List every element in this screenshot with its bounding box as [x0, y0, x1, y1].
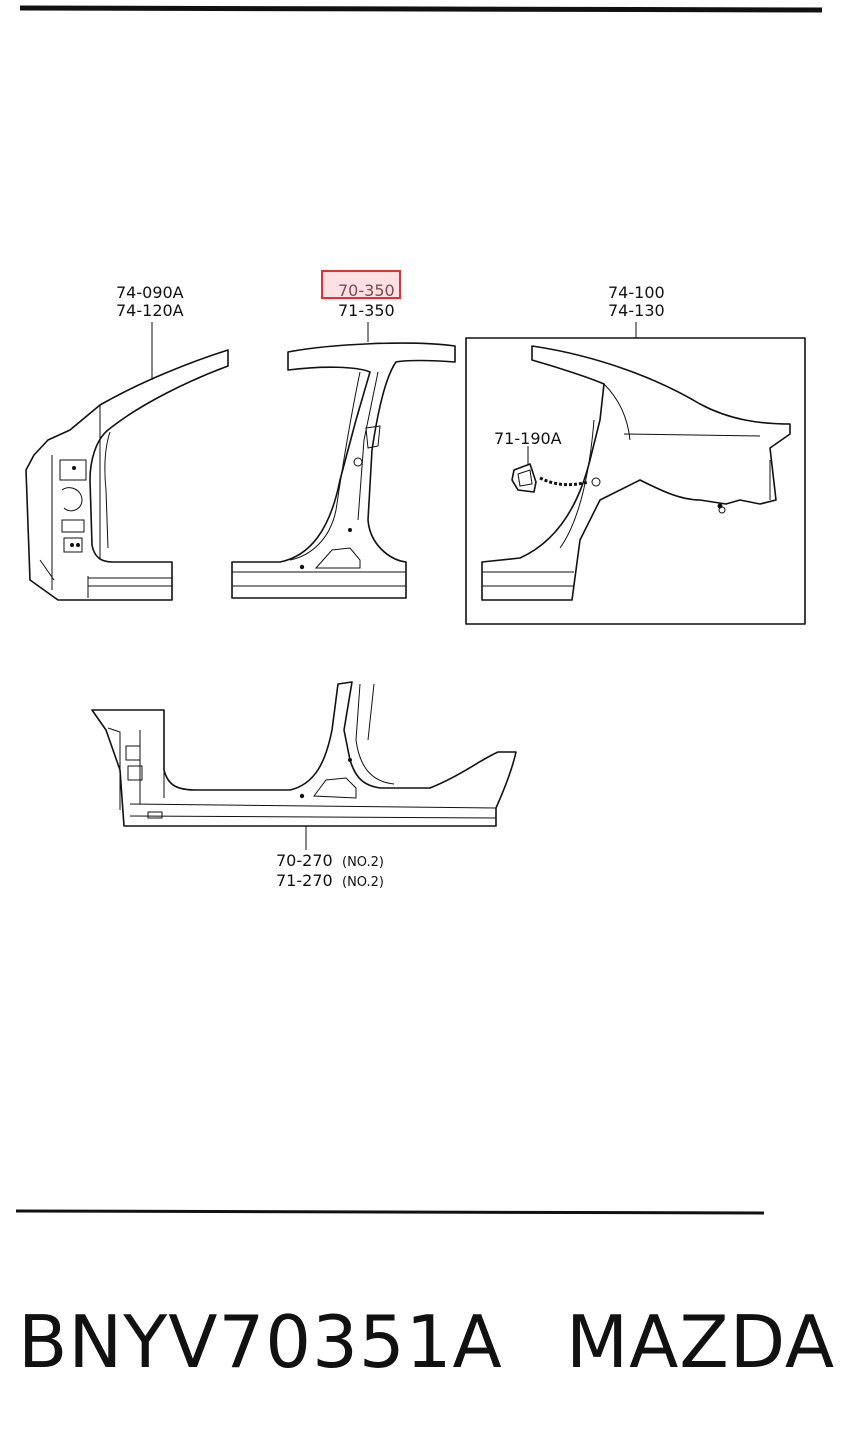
bottom-rule — [15, 1209, 765, 1215]
rear-fender-part[interactable] — [481, 345, 791, 601]
label-sill-b-note: (NO.2) — [342, 875, 384, 890]
label-pillar-a[interactable]: 70-350 — [338, 281, 395, 300]
label-rear-fender-a[interactable]: 74-100 — [608, 283, 665, 302]
label-sill-b[interactable]: 71-270 — [276, 871, 333, 890]
center-pillar-part[interactable] — [231, 342, 456, 599]
label-rear-fender-b[interactable]: 74-130 — [608, 301, 665, 320]
label-pillar-b[interactable]: 71-350 — [338, 301, 395, 320]
label-fuel-lid[interactable]: 71-190A — [494, 429, 562, 448]
label-roof-side-a[interactable]: 74-090A — [116, 283, 184, 302]
caption: BNYV70351A MAZDA — [18, 1300, 858, 1400]
front-side-frame-part[interactable] — [25, 349, 229, 601]
label-roof-side-b[interactable]: 74-120A — [116, 301, 184, 320]
caption-part-number: BNYV70351A — [18, 1300, 503, 1384]
highlight-box[interactable] — [321, 270, 401, 299]
top-rule — [19, 5, 823, 13]
rear-fender-frame — [465, 337, 806, 625]
side-sill-part[interactable] — [91, 681, 517, 827]
label-sill-a-note: (NO.2) — [342, 855, 384, 870]
fuel-lid-bracket-part[interactable] — [511, 463, 589, 493]
caption-brand: MAZDA — [566, 1300, 836, 1384]
label-sill-a[interactable]: 70-270 — [276, 851, 333, 870]
